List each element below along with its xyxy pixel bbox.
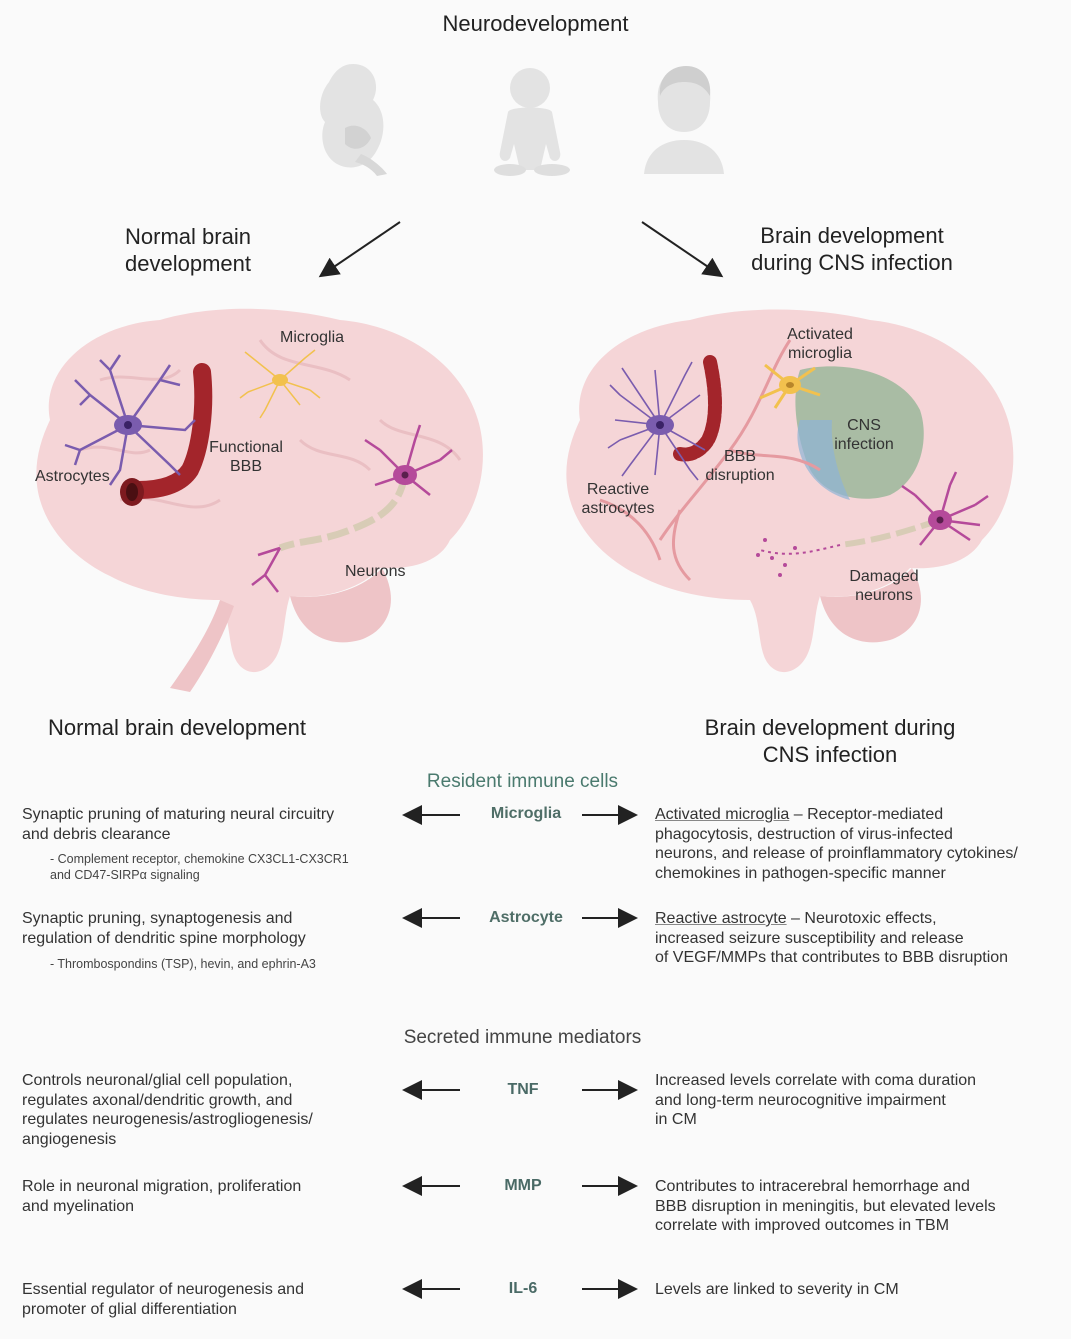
microglia-label: Microglia xyxy=(280,329,345,346)
microglia-right-arrow xyxy=(582,805,638,825)
adult-icon xyxy=(644,66,724,174)
astrocyte-label-center: Astrocyte xyxy=(489,909,563,926)
mmp-infection-text: Contributes to intracerebral hemorrhage … xyxy=(655,1178,996,1234)
il6-infection-text: Levels are linked to severity in CM xyxy=(655,1281,899,1298)
right-column-title: Brain development during CNS infection xyxy=(704,715,956,767)
il6-left-arrow xyxy=(402,1279,460,1299)
astrocyte-right-arrow xyxy=(582,908,638,928)
il6-right-arrow xyxy=(582,1279,638,1299)
arrow-to-normal xyxy=(318,221,401,278)
tnf-label-center: TNF xyxy=(507,1081,539,1098)
il6-normal-text: Essential regulator of neurogenesis and … xyxy=(22,1281,304,1318)
fetus-icon xyxy=(320,64,387,176)
baby-icon xyxy=(494,68,570,176)
tnf-infection-text: Increased levels correlate with coma dur… xyxy=(655,1072,977,1128)
activated-microglia-term: Activated microglia xyxy=(655,806,790,823)
microglia-left-arrow xyxy=(402,805,460,825)
arrow-to-infection xyxy=(641,221,724,278)
mmp-normal-text: Role in neuronal migration, proliferatio… xyxy=(22,1178,302,1215)
microglia-label-center: Microglia xyxy=(490,805,562,822)
tnf-normal-text: Controls neuronal/glial cell population,… xyxy=(22,1072,313,1148)
page-title: Neurodevelopment xyxy=(442,11,629,36)
left-column-title: Normal brain development xyxy=(48,715,307,740)
damaged-neurons-label: Damaged neurons xyxy=(849,568,919,604)
astrocytes-label: Astrocytes xyxy=(35,468,110,485)
astrocyte-normal-subtext: - Thrombospondins (TSP), hevin, and ephr… xyxy=(50,957,316,971)
activated-microglia-label: Activated microglia xyxy=(787,326,853,362)
secreted-immune-mediators-heading: Secreted immune mediators xyxy=(403,1027,642,1048)
reactive-astrocyte-term: Reactive astrocyte xyxy=(655,910,787,927)
tnf-right-arrow xyxy=(582,1080,638,1100)
astrocyte-infection-desc: – Neurotoxic effects, increased seizure … xyxy=(655,910,1009,966)
neurons-label: Neurons xyxy=(345,563,406,580)
reactive-astrocytes-label: Reactive astrocytes xyxy=(581,481,655,517)
infected-brain-illustration xyxy=(566,309,1014,673)
cns-infection-label: CNS infection xyxy=(834,417,894,453)
microglia-infection-text: Activated microglia – Receptor-mediated … xyxy=(655,805,1065,883)
normal-branch-title: Normal brain development xyxy=(125,224,251,276)
mmp-left-arrow xyxy=(402,1176,460,1196)
functional-bbb-label: Functional BBB xyxy=(209,439,283,475)
microglia-normal-text: Synaptic pruning of maturing neural circ… xyxy=(22,806,335,843)
bbb-disruption-label: BBB disruption xyxy=(705,448,775,484)
mmp-right-arrow xyxy=(582,1176,638,1196)
normal-brain-illustration xyxy=(36,308,483,692)
resident-immune-cells-heading: Resident immune cells xyxy=(426,771,619,792)
astrocyte-normal-text: Synaptic pruning, synaptogenesis and reg… xyxy=(22,910,306,947)
tnf-left-arrow xyxy=(402,1080,460,1100)
infection-branch-title: Brain development during CNS infection xyxy=(751,223,953,275)
astrocyte-left-arrow xyxy=(402,908,460,928)
mmp-label-center: MMP xyxy=(504,1177,542,1194)
il6-label-center: IL-6 xyxy=(508,1280,538,1297)
astrocyte-infection-text: Reactive astrocyte – Neurotoxic effects,… xyxy=(655,909,1065,968)
microglia-infection-desc: – Receptor-mediated phagocytosis, destru… xyxy=(655,806,1018,882)
microglia-normal-subtext: - Complement receptor, chemokine CX3CL1-… xyxy=(50,852,349,882)
